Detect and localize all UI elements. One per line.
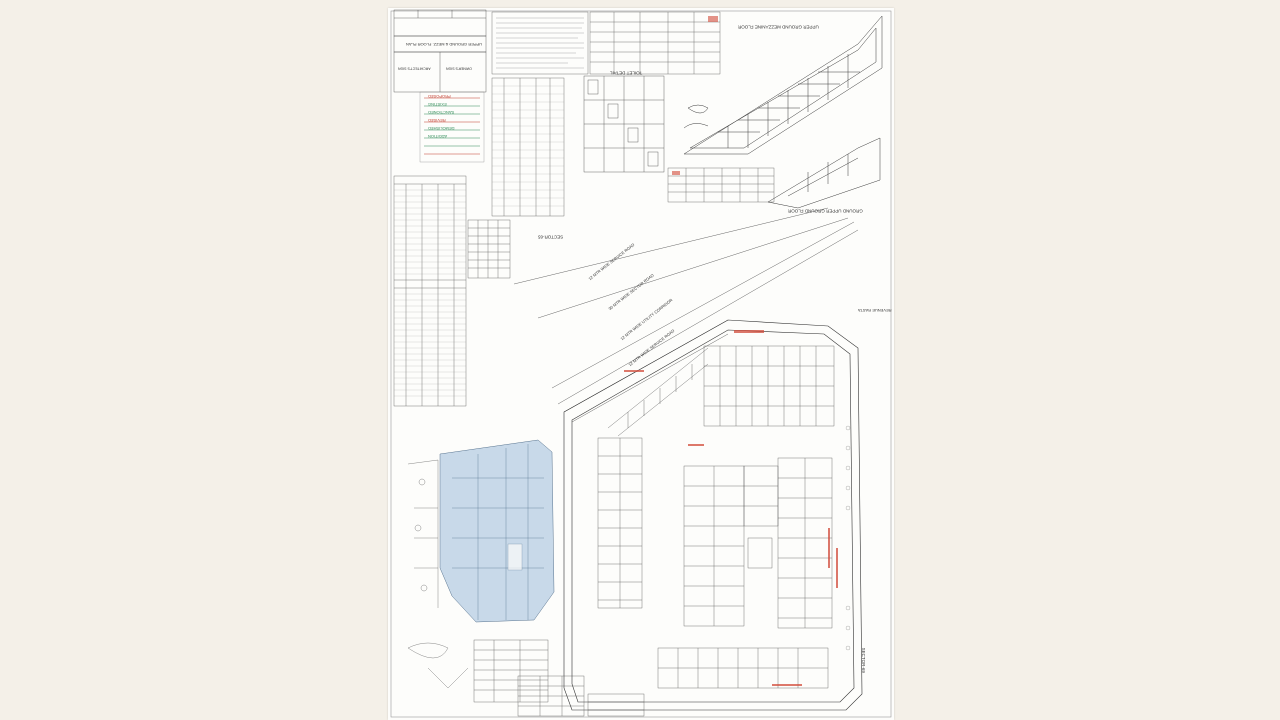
title-block-architect-sign: ARCHITECT'S SIGN [398, 66, 431, 71]
legend-item: SANCTIONED [428, 110, 455, 115]
shop-grid-upper [703, 345, 835, 427]
label-toilet-detail: TOILET DETAIL [610, 70, 643, 76]
label-sector-65: SECTOR-65 [538, 234, 564, 240]
legend-item: PROPOSED [428, 94, 451, 99]
label-ground-floor: GROUND UPPER GROUND FLOOR [788, 208, 863, 214]
notes-text-lines [496, 17, 584, 69]
ground-floor-plan [563, 319, 863, 711]
notes-block [491, 11, 589, 75]
label-revenue-rasta: REVENUE RASTA [858, 308, 892, 313]
shop-grid-bottom [657, 647, 829, 689]
left-service-lines [407, 459, 469, 689]
title-block-line1: UPPER GROUND & MEZZ. FLOOR PLAN [406, 42, 483, 47]
area-table-left [393, 175, 467, 407]
shop-grid-center [683, 465, 779, 627]
label-sector-69: SECTOR-69 [860, 647, 866, 673]
legend-lines [419, 91, 485, 163]
title-block-owner-sign: OWNER'S SIGN [446, 66, 472, 71]
legend-item: DEMOLISHED [428, 126, 455, 131]
shop-grid-right [777, 457, 833, 629]
legend-item: ADDITION [428, 134, 448, 139]
diagonal-shops [607, 347, 709, 437]
toilet-detail [583, 75, 665, 173]
mezzanine-floor-plan [683, 15, 883, 155]
red-markups [624, 330, 838, 686]
blue-shaded-area [439, 439, 555, 623]
roads [513, 207, 859, 423]
legend-item: REVISED [428, 118, 446, 123]
area-table-left-rows [394, 189, 466, 397]
label-mezzanine-floor: UPPER GROUND MEZZANINE FLOOR [738, 24, 819, 30]
bottom-title-table [473, 639, 645, 717]
title-block [393, 9, 487, 93]
shop-grid-left-column [597, 437, 643, 609]
site-plan-drawing [390, 9, 892, 718]
area-schedule-top [491, 77, 565, 217]
schedule-mid-right [667, 167, 775, 203]
area-table-middle [467, 219, 511, 279]
drawing-sheet: UPPER GROUND & MEZZ. FLOOR PLAN ARCHITEC… [388, 8, 894, 720]
schedule-top-right [589, 11, 721, 75]
legend-item: EXISTING [428, 102, 447, 107]
tree-markers [845, 425, 851, 651]
mezzanine-lower-wing [683, 104, 881, 209]
